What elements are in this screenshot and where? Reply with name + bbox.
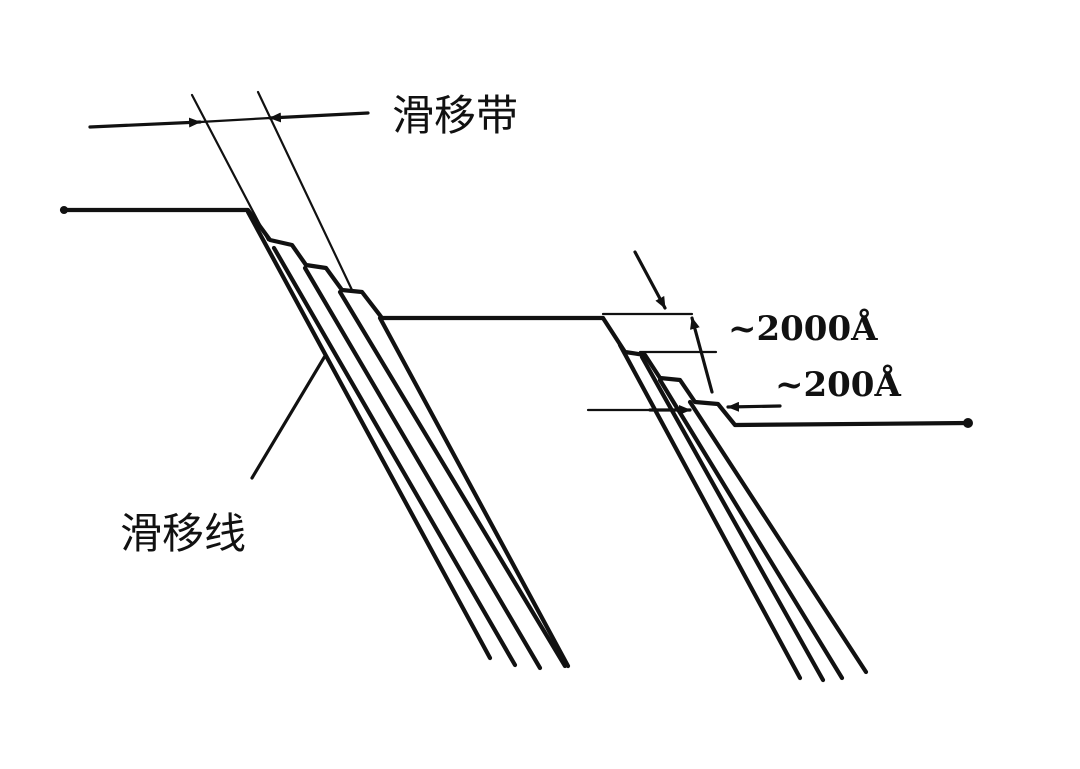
right-surface-end-dot — [963, 418, 973, 428]
left-slip-line-2 — [271, 245, 518, 668]
left-surface-profile — [59, 207, 606, 321]
dim-200-arrow-left — [726, 401, 782, 412]
band-arrow-right — [268, 111, 370, 123]
slip-band-label: 滑移带 — [392, 91, 518, 140]
right-slip-lines — [617, 342, 869, 683]
right-step-surface — [60, 206, 973, 428]
right-surface-profile — [600, 315, 971, 428]
band-boundary-left — [190, 93, 270, 242]
left-surface-end-dot — [60, 206, 68, 214]
band-arrow-left — [88, 117, 202, 129]
left-slip-line-3 — [302, 265, 543, 671]
left-step-surface — [59, 207, 606, 321]
left-slip-line-1 — [245, 209, 493, 661]
slip-line-label: 滑移线 — [120, 509, 246, 558]
dim-2000-label: ~2000Å — [728, 308, 878, 349]
dim-2000-arrow-down — [633, 250, 667, 310]
left-slip-line-5 — [377, 315, 571, 669]
dim-200-arrows — [648, 401, 782, 415]
band-boundary-right — [256, 90, 354, 292]
slip-band-boundaries — [190, 90, 354, 292]
right-dimension-lines — [586, 312, 718, 412]
dim-2000-arrows — [633, 250, 714, 394]
right-slip-line-1 — [617, 342, 803, 681]
left-slip-line-4 — [337, 289, 568, 669]
dim-200-label: ~200Å — [775, 364, 901, 405]
right-slip-line-4 — [687, 399, 869, 675]
slip-line-leader — [250, 354, 327, 480]
right-slip-line-3 — [657, 377, 845, 681]
dim-2000-span — [690, 316, 714, 394]
left-slip-lines — [245, 209, 571, 671]
slip-band-dimension — [88, 111, 370, 129]
band-extension-line — [198, 116, 272, 124]
